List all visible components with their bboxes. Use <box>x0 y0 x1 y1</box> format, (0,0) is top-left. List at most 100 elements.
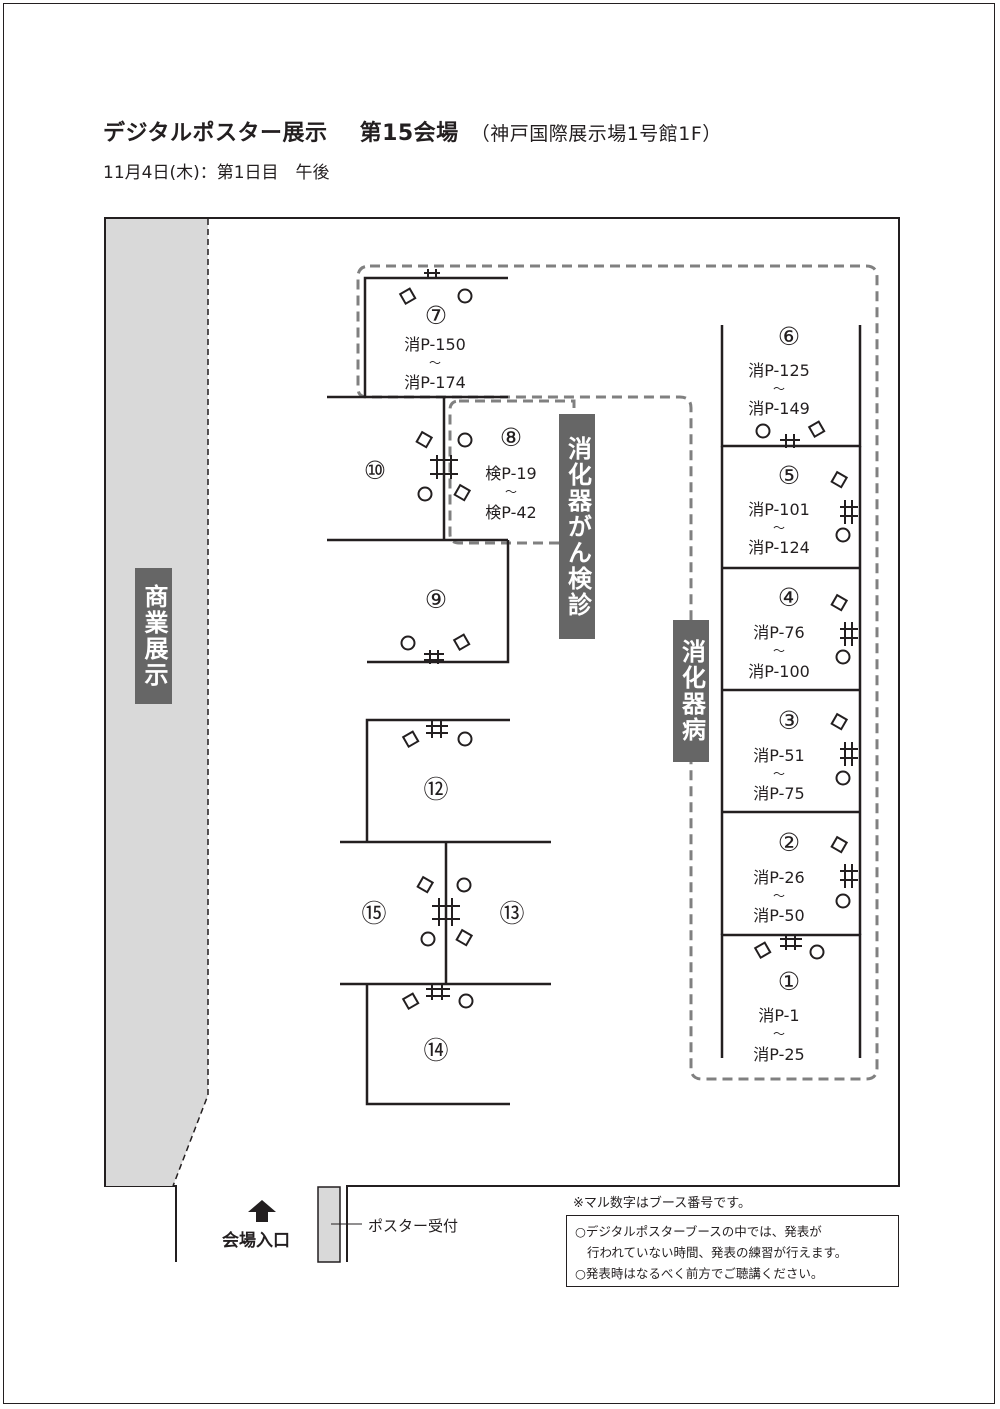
table-icon <box>807 420 826 439</box>
hash-icon <box>840 864 858 888</box>
booth-furniture <box>398 269 858 1011</box>
booth-1-from: 消P-1 <box>758 1006 799 1025</box>
table-icon <box>401 730 420 749</box>
booth-4-to: 消P-100 <box>748 662 810 681</box>
entrance-label: 会場入口 <box>222 1231 290 1251</box>
table-icon <box>401 992 420 1011</box>
booth-7-tilde: ～ <box>429 356 441 370</box>
chair-icon <box>456 877 472 893</box>
booth-15-number: ⑮ <box>361 899 386 928</box>
booth-7-number: ⑦ <box>425 301 447 330</box>
table-icon <box>452 633 471 652</box>
booth-2-tilde: ～ <box>773 889 785 903</box>
hash-icon <box>426 720 448 738</box>
table-icon <box>453 483 472 502</box>
table-icon <box>398 287 417 306</box>
table-icon <box>455 928 474 947</box>
booth-2-from: 消P-26 <box>753 868 804 887</box>
booth-4-tilde: ～ <box>773 644 785 658</box>
hash-icon <box>780 934 802 950</box>
chair-icon <box>420 931 436 947</box>
title-venue: 第15会場 <box>359 121 459 146</box>
notes-heading: ※マル数字はブース番号です。 <box>573 1196 751 1211</box>
table-icon <box>830 593 849 612</box>
booth-13-number: ⑬ <box>499 899 524 928</box>
booth-14-number: ⑭ <box>423 1036 448 1065</box>
booth-8-to: 検P-42 <box>485 503 536 522</box>
zone-label-gi-cancer: 消化器がん検診 <box>559 414 595 639</box>
booth-2-to: 消P-50 <box>753 906 804 925</box>
title-venue-sub: （神戸国際展示場1号館1F） <box>470 123 722 145</box>
notes-box: ○デジタルポスターブースの中では、発表が 行われていない時間、発表の練習が行えま… <box>566 1215 899 1287</box>
booth-6-tilde: ～ <box>773 382 785 396</box>
booth-5-number: ⑤ <box>778 461 800 490</box>
hash-icon <box>430 455 458 479</box>
page-border <box>3 3 995 1404</box>
chair-icon <box>755 423 771 439</box>
title-main: デジタルポスター展示 <box>103 121 328 146</box>
booth-10-number: ⑩ <box>364 456 386 485</box>
page-subtitle: 11月4日(木)：第1日目 午後 <box>103 163 330 183</box>
booth-9-number: ⑨ <box>425 585 447 614</box>
booth-3-tilde: ～ <box>773 767 785 781</box>
notes-line-3: ○発表時はなるべく前方でご聴講ください。 <box>575 1266 824 1281</box>
booth-8-number: ⑧ <box>500 423 522 452</box>
booth-5-tilde: ～ <box>773 521 785 535</box>
booth-4-from: 消P-76 <box>753 623 804 642</box>
table-icon <box>830 835 849 854</box>
chair-icon <box>835 527 851 543</box>
hash-icon <box>840 742 858 766</box>
booth-6-from: 消P-125 <box>748 361 810 380</box>
chair-icon <box>835 893 851 909</box>
reception-label: ポスター受付 <box>368 1217 459 1235</box>
chair-icon <box>835 649 851 665</box>
booth-2-number: ② <box>778 828 800 857</box>
booth-walls <box>327 276 862 1106</box>
booth-1-tilde: ～ <box>773 1027 785 1041</box>
hash-icon <box>432 898 460 926</box>
booth-3-from: 消P-51 <box>753 746 804 765</box>
table-icon <box>416 875 435 894</box>
booth-7-to: 消P-174 <box>404 373 466 392</box>
hash-icon <box>840 622 858 646</box>
entrance-arrow-icon <box>248 1200 276 1222</box>
booth-3-to: 消P-75 <box>753 784 804 803</box>
chair-icon <box>457 731 473 747</box>
gi-disease-group-border <box>356 264 879 1081</box>
table-icon <box>830 470 849 489</box>
table-icon <box>753 941 772 960</box>
chair-icon <box>835 770 851 786</box>
booth-4-number: ④ <box>778 583 800 612</box>
booth-12-number: ⑫ <box>423 775 448 804</box>
booth-6-to: 消P-149 <box>748 399 810 418</box>
booth-5-to: 消P-124 <box>748 538 810 557</box>
booth-6-number: ⑥ <box>778 322 800 351</box>
hash-icon <box>840 500 858 524</box>
commercial-area-edge <box>172 219 209 1187</box>
booth-1-number: ① <box>778 967 800 996</box>
hash-icon <box>780 434 800 448</box>
chair-icon <box>809 944 825 960</box>
chair-icon <box>457 432 473 448</box>
booth-labels: ① 消P-1 ～ 消P-25 ② 消P-26 ～ 消P-50 ③ 消P-51 ～… <box>361 301 809 1065</box>
hash-icon <box>426 984 450 1000</box>
table-icon <box>830 712 849 731</box>
chair-icon <box>458 993 474 1009</box>
hash-icon <box>424 269 440 279</box>
booth-8-from: 検P-19 <box>485 464 536 483</box>
booth-1-to: 消P-25 <box>753 1045 804 1064</box>
table-icon <box>415 430 434 449</box>
booth-3-number: ③ <box>778 706 800 735</box>
notes-line-2: 行われていない時間、発表の練習が行えます。 <box>587 1245 848 1260</box>
booth-8-tilde: ～ <box>505 485 517 499</box>
chair-icon <box>417 486 433 502</box>
zone-label-commercial: 商業展示 <box>135 568 172 704</box>
hash-icon <box>424 650 444 664</box>
booth-7-from: 消P-150 <box>404 335 466 354</box>
gi-cancer-group-border <box>448 399 576 545</box>
zone-label-gi-disease: 消化器病 <box>673 620 709 762</box>
chair-icon <box>400 635 416 651</box>
booth-5-from: 消P-101 <box>748 500 810 519</box>
notes-line-1: ○デジタルポスターブースの中では、発表が <box>575 1224 822 1239</box>
